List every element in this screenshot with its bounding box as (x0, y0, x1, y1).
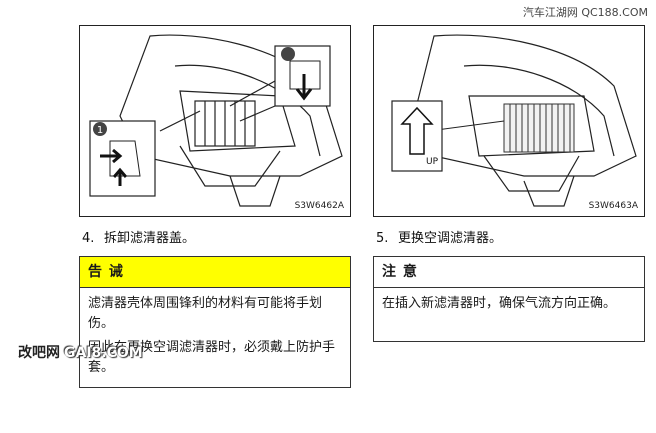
step-caption: 4. 拆卸滤清器盖。 (82, 227, 195, 246)
watermark-left-cn: 改吧网 (18, 345, 60, 361)
up-label: UP (426, 157, 439, 167)
step-text: 拆卸滤清器盖。 (104, 231, 196, 246)
figure-code: S3W6462A (294, 201, 344, 211)
warning-paragraph: 滤清器壳体周围锋利的材料有可能将手划伤。 (88, 296, 323, 331)
callout-1-label: 1 (97, 125, 103, 136)
figure-replace-filter: UP S3W6463A (373, 25, 645, 217)
warning-title: 告 诫 (80, 257, 350, 288)
step-caption: 5. 更换空调滤清器。 (376, 227, 502, 246)
step-text: 更换空调滤清器。 (398, 231, 503, 246)
caution-title: 注 意 (374, 257, 644, 288)
warning-body: 滤清器壳体周围锋利的材料有可能将手划伤。 因此在更换空调滤清器时，必须戴上防护手… (80, 288, 350, 378)
watermark-top: 汽车江湖网 QC188.COM (522, 6, 648, 19)
caution-body: 在插入新滤清器时，确保气流方向正确。 (374, 288, 644, 314)
warning-paragraph: 因此在更换空调滤清器时，必须戴上防护手套。 (88, 340, 336, 375)
caution-paragraph: 在插入新滤清器时，确保气流方向正确。 (382, 296, 617, 311)
watermark-left-site: GAI8.COM (64, 345, 143, 361)
filter-replace-illustration: UP (391, 34, 637, 207)
step-number: 4. (82, 231, 95, 246)
warning-box: 告 诫 滤清器壳体周围锋利的材料有可能将手划伤。 因此在更换空调滤清器时，必须戴… (79, 256, 351, 388)
figure-code: S3W6463A (588, 201, 638, 211)
step-number: 5. (376, 231, 389, 246)
caution-box: 注 意 在插入新滤清器时，确保气流方向正确。 (373, 256, 645, 342)
figure-remove-filter-cover: 1 S3W6462A (79, 25, 351, 217)
filter-cover-illustration: 1 (89, 34, 343, 207)
